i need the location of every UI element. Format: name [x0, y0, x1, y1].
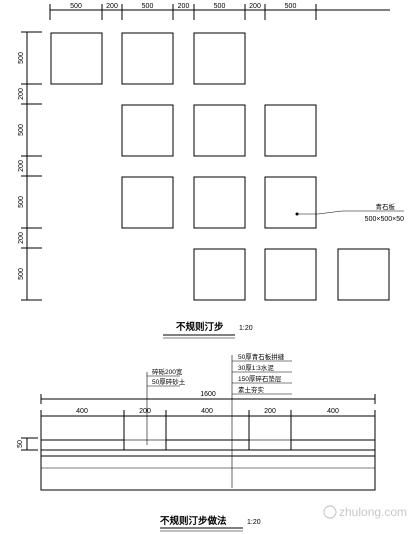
section-view: 碎砾200宽 50厚碎砂土 50厚青石板拼缝 30厚1:3水泥 150厚碎石垫层… [17, 352, 376, 532]
top-dim-1: 500 [70, 3, 82, 10]
plan-title: 不规则汀步 [176, 321, 224, 333]
plan-scale: 1:20 [239, 325, 253, 332]
left-dim-6: 200 [18, 232, 25, 244]
section-scale: 1:20 [247, 519, 261, 526]
stone-r2-c2 [121, 104, 174, 157]
note-mortar-layer: 30厚1:3水泥 [238, 363, 274, 372]
stone-r2-c4 [264, 104, 317, 157]
tile-callout: 青石板 500×500×50 [295, 202, 404, 223]
left-dim-4: 200 [18, 160, 25, 172]
left-dim-1: 500 [18, 52, 25, 64]
top-dim-3: 500 [142, 3, 154, 10]
stone-r1-c3 [193, 32, 246, 85]
left-dim-7: 500 [18, 268, 25, 280]
left-dim-3: 500 [18, 124, 25, 136]
section-notes-left: 碎砾200宽 50厚碎砂土 [146, 367, 186, 445]
top-dim-7: 500 [285, 3, 297, 10]
section-title-block: 不规则汀步做法 1:20 [160, 515, 261, 532]
top-dim-6: 200 [249, 3, 261, 10]
tile-callout-name: 青石板 [376, 202, 396, 211]
stone-r2-c3 [193, 104, 246, 157]
stepping-stones [50, 32, 390, 301]
left-dim-2: 200 [18, 88, 25, 100]
section-gravel-joint-2 [248, 439, 292, 451]
watermark: zhulong.com [323, 505, 407, 519]
section-layers [40, 439, 376, 491]
plan-title-block: 不规则汀步 1:20 [163, 321, 253, 339]
stone-r3-c3 [193, 176, 246, 229]
watermark-text: zhulong.com [339, 505, 407, 519]
section-title: 不规则汀步做法 [160, 515, 227, 527]
watermark-logo-icon [323, 505, 337, 519]
note-gravel-bed: 150厚碎石垫层 [238, 374, 282, 383]
top-dim-4: 200 [178, 3, 190, 10]
section-notes-right: 50厚青石板拼缝 30厚1:3水泥 150厚碎石垫层 素土夯实 [231, 352, 292, 488]
section-gravel-bed [40, 455, 376, 491]
section-mortar-layer [40, 449, 376, 457]
section-stone-1 [40, 439, 125, 451]
seg-dim-3: 400 [201, 408, 213, 415]
note-gravel-width: 碎砾200宽 [152, 367, 183, 376]
stone-r3-c2 [121, 176, 174, 229]
plan-view: 500 200 500 200 500 200 500 500 200 500 … [18, 3, 404, 339]
stone-r4-c5 [337, 248, 390, 301]
note-gravel-soil: 50厚碎砂土 [152, 377, 186, 386]
seg-dim-4: 200 [264, 408, 276, 415]
top-dim-5: 500 [214, 3, 226, 10]
stone-r3-c4 [264, 176, 317, 229]
note-compacted-soil: 素土夯实 [238, 385, 265, 394]
stone-r1-c2 [121, 32, 174, 85]
top-dim-2: 200 [106, 3, 118, 10]
section-segment-dimension: 400 200 400 200 400 [40, 408, 376, 440]
section-stone-3 [290, 439, 376, 451]
stone-r4-c4 [264, 248, 317, 301]
section-overall-dimension: 1600 [40, 391, 376, 404]
tile-callout-size: 500×500×50 [365, 216, 404, 223]
seg-dim-5: 400 [327, 408, 339, 415]
seg-dim-1: 400 [76, 408, 88, 415]
section-stone-2 [165, 439, 250, 451]
stone-r4-c3 [193, 248, 246, 301]
left-dim-5: 500 [18, 196, 25, 208]
note-stone-layer: 50厚青石板拼缝 [238, 352, 285, 361]
section-height-dimension: 50 [17, 437, 38, 451]
overall-dim: 1600 [200, 391, 216, 398]
seg-dim-2: 200 [139, 408, 151, 415]
section-gravel-joint-1 [123, 439, 167, 451]
left-dimension: 500 200 500 200 500 200 500 [18, 31, 42, 301]
top-dimension: 500 200 500 200 500 200 500 [49, 3, 390, 20]
stone-r1-c1 [50, 32, 103, 85]
height-dim: 50 [17, 440, 24, 448]
